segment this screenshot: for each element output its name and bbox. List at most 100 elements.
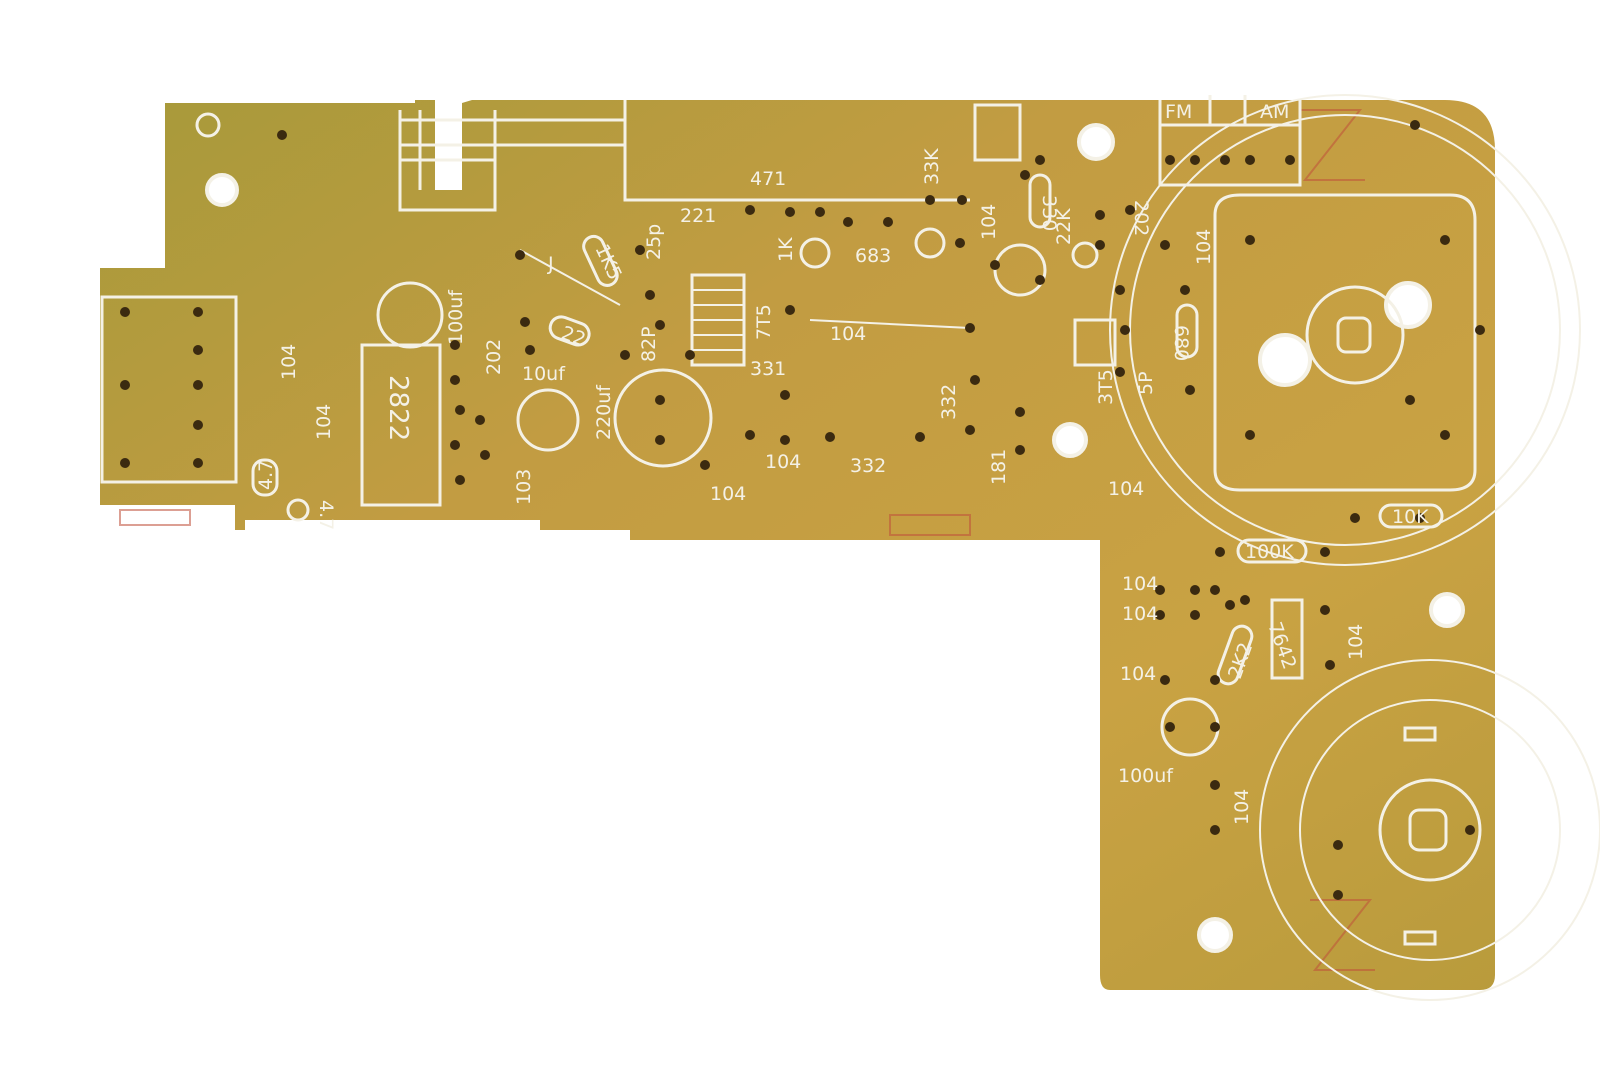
drill-hole xyxy=(1210,825,1220,835)
drill-hole xyxy=(1285,155,1295,165)
drill-hole xyxy=(1405,395,1415,405)
drill-hole xyxy=(957,195,967,205)
label-104-r6: 104 xyxy=(1231,789,1253,825)
drill-hole xyxy=(780,390,790,400)
label-471: 471 xyxy=(750,168,786,190)
label-104-left2: 104 xyxy=(313,404,335,440)
drill-hole xyxy=(1035,155,1045,165)
drill-hole xyxy=(1155,610,1165,620)
drill-hole xyxy=(685,350,695,360)
drill-hole xyxy=(1320,605,1330,615)
drill-holes xyxy=(120,120,1485,900)
label-25p: 25p xyxy=(643,224,665,260)
drill-hole xyxy=(1190,610,1200,620)
label-fm: FM xyxy=(1165,101,1192,123)
drill-hole xyxy=(745,205,755,215)
drill-hole xyxy=(450,440,460,450)
drill-hole xyxy=(1220,155,1230,165)
label-202-top: 202 xyxy=(1130,200,1152,236)
drill-hole xyxy=(455,475,465,485)
label-82p: 82P xyxy=(638,326,660,362)
silkscreen-labels: FM AM 471 33K 221 25p 1K 683 104 330 22K… xyxy=(255,101,1429,825)
label-332-a: 332 xyxy=(850,455,886,477)
drill-hole xyxy=(1125,205,1135,215)
drill-hole xyxy=(1465,825,1475,835)
label-202-left: 202 xyxy=(483,339,505,375)
label-1k: 1K xyxy=(775,237,797,262)
drill-hole xyxy=(620,350,630,360)
drill-hole xyxy=(780,435,790,445)
drill-hole xyxy=(475,415,485,425)
drill-hole xyxy=(825,432,835,442)
drill-hole xyxy=(955,238,965,248)
label-220uf: 220uf xyxy=(593,384,615,440)
label-5p: 5P xyxy=(1135,371,1157,395)
drill-hole xyxy=(785,305,795,315)
drill-hole xyxy=(193,420,203,430)
label-104-r5: 104 xyxy=(1120,663,1156,685)
label-100k: 100K xyxy=(1245,541,1294,563)
drill-hole xyxy=(645,290,655,300)
label-104-r2: 104 xyxy=(1122,573,1158,595)
drill-hole xyxy=(120,458,130,468)
label-331: 331 xyxy=(750,358,786,380)
drill-hole xyxy=(655,435,665,445)
drill-hole xyxy=(1245,430,1255,440)
label-104-b2: 104 xyxy=(765,451,801,473)
drill-hole xyxy=(1160,675,1170,685)
label-103: 103 xyxy=(513,469,535,505)
drill-hole xyxy=(1245,235,1255,245)
drill-hole xyxy=(1015,407,1025,417)
drill-hole xyxy=(655,395,665,405)
label-104-r4: 104 xyxy=(1345,624,1367,660)
red-marks xyxy=(119,109,1375,971)
drill-hole xyxy=(193,345,203,355)
drill-hole xyxy=(635,245,645,255)
drill-hole xyxy=(1190,585,1200,595)
drill-hole xyxy=(1115,285,1125,295)
drill-hole xyxy=(655,320,665,330)
drill-hole xyxy=(883,217,893,227)
label-4-7a: 4.7 xyxy=(255,460,277,490)
drill-hole xyxy=(1190,155,1200,165)
drill-hole xyxy=(455,405,465,415)
label-181: 181 xyxy=(988,449,1010,485)
drill-hole xyxy=(970,375,980,385)
label-104-mid: 104 xyxy=(830,323,866,345)
drill-hole xyxy=(1415,513,1425,523)
drill-hole xyxy=(1210,722,1220,732)
drill-hole xyxy=(1035,275,1045,285)
drill-hole xyxy=(525,345,535,355)
drill-hole xyxy=(193,380,203,390)
label-7t5: 7T5 xyxy=(753,304,775,340)
drill-hole xyxy=(1095,240,1105,250)
label-100uf-left: 100uf xyxy=(445,289,467,345)
drill-hole xyxy=(120,380,130,390)
drill-hole xyxy=(450,340,460,350)
drill-hole xyxy=(1210,780,1220,790)
label-10uf: 10uf xyxy=(522,363,566,385)
drill-hole xyxy=(515,250,525,260)
drill-hole xyxy=(480,450,490,460)
silkscreen xyxy=(100,94,1600,1001)
drill-hole xyxy=(1225,600,1235,610)
drill-hole xyxy=(785,207,795,217)
label-330: 330 xyxy=(1038,195,1060,231)
label-680: 680 xyxy=(1170,325,1192,361)
drill-hole xyxy=(1440,235,1450,245)
drill-hole xyxy=(1020,170,1030,180)
label-104-r3: 104 xyxy=(1122,603,1158,625)
drill-hole xyxy=(1210,675,1220,685)
drill-hole xyxy=(1155,585,1165,595)
drill-hole xyxy=(815,207,825,217)
label-am: AM xyxy=(1260,101,1289,123)
drill-hole xyxy=(1165,155,1175,165)
label-683: 683 xyxy=(855,245,891,267)
drill-hole xyxy=(193,307,203,317)
drill-hole xyxy=(1333,840,1343,850)
drill-hole xyxy=(1185,385,1195,395)
drill-hole xyxy=(1333,890,1343,900)
drill-hole xyxy=(520,317,530,327)
